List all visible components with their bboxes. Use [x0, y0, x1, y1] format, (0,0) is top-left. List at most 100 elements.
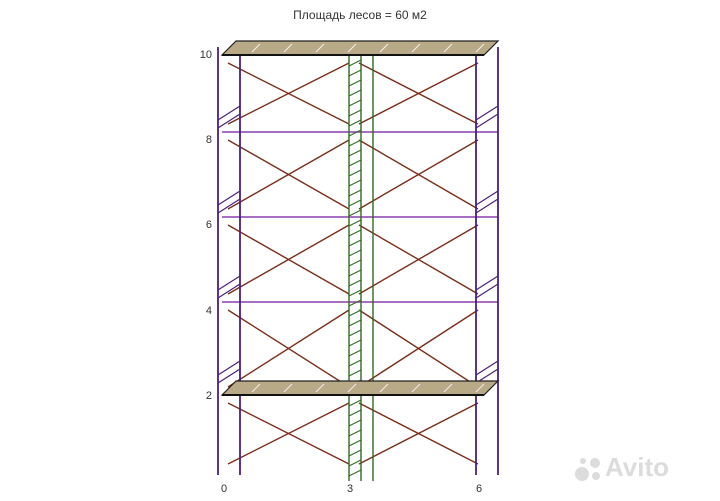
end-frame-brace: [217, 368, 241, 384]
end-frame-brace: [217, 105, 241, 121]
x-label-3: 3: [346, 483, 354, 495]
ladder-rung: [348, 99, 362, 107]
x-label-0: 0: [220, 483, 228, 495]
end-frame-brace: [475, 360, 499, 376]
ladder-rung: [348, 229, 362, 237]
ladder-rung: [348, 79, 362, 87]
ladder-rung: [348, 189, 362, 197]
deck-plank-mark: [315, 43, 325, 53]
ladder-rung: [348, 319, 362, 327]
frame-posts: [217, 47, 499, 475]
y-label-4: 4: [205, 305, 212, 317]
ladder-rung: [348, 69, 362, 77]
ladder-rung: [348, 469, 362, 477]
ladder-rung: [348, 289, 362, 297]
ladder-rung: [348, 409, 362, 417]
deck-plank-mark: [475, 43, 485, 53]
y-label-10: 10: [199, 49, 212, 61]
deck-plank-mark: [347, 383, 357, 393]
ladder-rung: [348, 119, 362, 127]
ladder-rung: [348, 109, 362, 117]
deck-plank-mark: [411, 43, 421, 53]
ladder-rung: [348, 399, 362, 407]
y-label-8: 8: [205, 134, 212, 146]
diagonal-brace: [358, 62, 479, 125]
deck-plank-mark: [443, 43, 453, 53]
deck-plank-mark: [251, 383, 261, 393]
diagonal-brace: [227, 309, 350, 388]
ladder-rung: [348, 249, 362, 257]
x-label-6: 6: [475, 483, 483, 495]
end-frame-brace: [217, 360, 241, 376]
diagram-title: Площадь лесов = 60 м2: [293, 8, 427, 22]
ladder-rung: [348, 299, 362, 307]
deck-plank-mark: [283, 43, 293, 53]
diagonal-braces: [227, 62, 479, 465]
deck-platform: [220, 380, 500, 396]
ladder-rung: [348, 279, 362, 287]
ladder-rung: [348, 429, 362, 437]
end-frame-brace: [217, 198, 241, 214]
end-frame-brace: [475, 275, 499, 291]
deck-plank-mark: [443, 383, 453, 393]
end-frame-brace: [217, 190, 241, 206]
diagonal-brace: [227, 224, 350, 295]
ladder-rung: [348, 459, 362, 467]
deck-plank-mark: [411, 383, 421, 393]
end-frame-brace: [475, 198, 499, 214]
ladder-rung: [348, 269, 362, 277]
ladder-rung: [348, 179, 362, 187]
end-frame-brace: [217, 283, 241, 299]
diagonal-brace: [227, 62, 350, 125]
diagonal-brace: [227, 139, 350, 210]
diagonal-brace: [358, 309, 479, 388]
ladder-rung: [348, 419, 362, 427]
end-frame-brace: [475, 190, 499, 206]
y-label-2: 2: [205, 390, 212, 402]
deck-plank-mark: [251, 43, 261, 53]
decks: [220, 40, 500, 396]
ladder: [348, 43, 374, 481]
deck-plank-mark: [475, 383, 485, 393]
ladder-rung: [348, 359, 362, 367]
deck-platform: [220, 40, 500, 56]
deck-plank-mark: [315, 383, 325, 393]
ladder-rung: [348, 59, 362, 67]
end-frame-brace: [217, 113, 241, 129]
ladder-rung: [348, 339, 362, 347]
ladder-rung: [348, 239, 362, 247]
end-frame-brace: [475, 105, 499, 121]
ladder-rung: [348, 309, 362, 317]
ladder-rung: [348, 369, 362, 377]
end-frame-brace: [217, 275, 241, 291]
ladder-rung: [348, 439, 362, 447]
ladder-rung: [348, 449, 362, 457]
ladder-rung: [348, 209, 362, 217]
ladder-rung: [348, 159, 362, 167]
ladder-rung: [348, 129, 362, 137]
deck-plank-mark: [283, 383, 293, 393]
ladder-rung: [348, 89, 362, 97]
ladder-rung: [348, 349, 362, 357]
y-label-6: 6: [205, 219, 212, 231]
ladder-rung: [348, 329, 362, 337]
avito-logo-icon: [575, 458, 600, 481]
diagonal-brace: [358, 139, 479, 210]
ladder-rung: [348, 259, 362, 267]
deck-plank-mark: [347, 43, 357, 53]
ladder-rung: [348, 199, 362, 207]
deck-plank-mark: [379, 383, 389, 393]
diagonal-brace: [358, 402, 479, 465]
end-frame-brace: [475, 283, 499, 299]
deck-plank-mark: [379, 43, 389, 53]
ladder-rung: [348, 149, 362, 157]
ladder-rung: [348, 139, 362, 147]
diagonal-brace: [227, 402, 350, 465]
horizontal-ledgers: [222, 131, 498, 303]
end-frame-brace: [475, 113, 499, 129]
ladder-rung: [348, 169, 362, 177]
avito-watermark: Avito: [605, 452, 670, 482]
diagonal-brace: [358, 224, 479, 295]
ladder-rung: [348, 219, 362, 227]
